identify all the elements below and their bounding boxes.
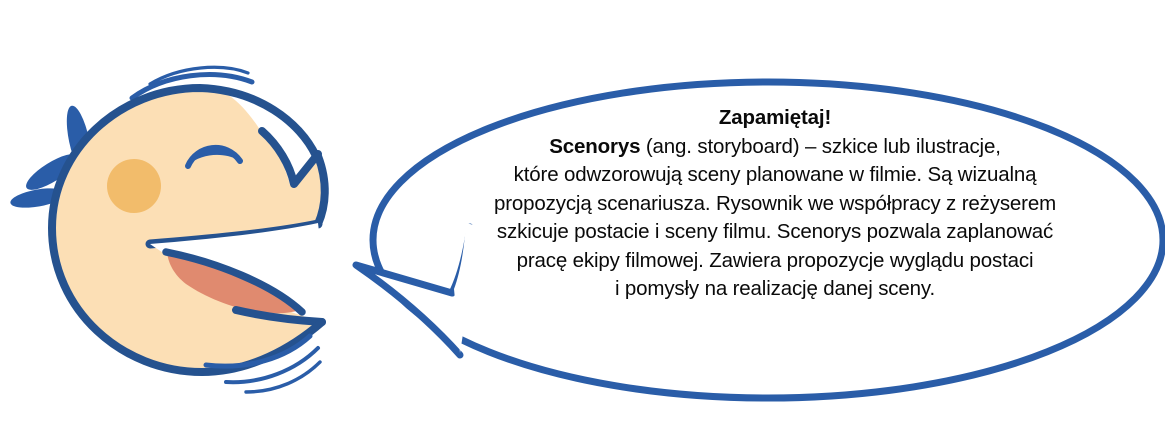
cheek-blush-icon	[107, 159, 161, 213]
bubble-line-1: Scenorys (ang. storyboard) – szkice lub …	[430, 133, 1120, 162]
speech-bubble	[352, 78, 1165, 402]
mascot-face	[47, 83, 329, 376]
term-scenorys: Scenorys	[549, 134, 641, 158]
bubble-line-1-rest: (ang. storyboard) – szkice lub ilustracj…	[640, 134, 1001, 158]
bubble-body	[369, 78, 1165, 402]
bubble-line-4: szkicuje postacie i sceny filmu. Scenory…	[496, 220, 1054, 243]
mascot-illustration	[10, 65, 329, 394]
bubble-line-2: które odwzorowują sceny planowane w film…	[513, 163, 1037, 186]
bubble-line-3: propozycją scenariusza. Rysownik we wspó…	[493, 191, 1057, 215]
bubble-text-block: Zapamiętaj! Scenorys (ang. storyboard) –…	[430, 104, 1120, 304]
motion-lines-bottom-icon	[203, 333, 322, 394]
bubble-line-5: pracę ekipy filmowej. Zawiera propozycje…	[516, 248, 1034, 272]
closed-eye-icon	[185, 144, 243, 169]
bubble-heading: Zapamiętaj!	[718, 106, 832, 129]
motion-lines-top-icon	[129, 65, 255, 101]
bubble-line-6: i pomysły na realizację danej sceny.	[614, 277, 936, 300]
